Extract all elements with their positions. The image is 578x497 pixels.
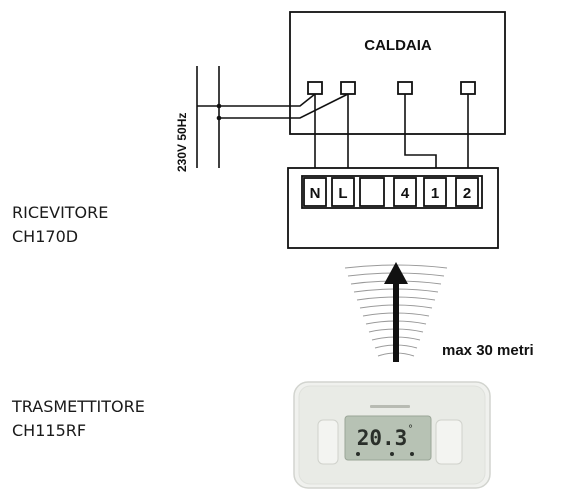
boiler-terminal-2 xyxy=(340,81,356,95)
power-label: 230V 50Hz xyxy=(175,113,189,172)
receiver-label: RICEVITORE xyxy=(12,203,108,222)
thermostat-display xyxy=(344,415,432,461)
terminal-1: 1 xyxy=(431,185,439,202)
boiler-terminal-1 xyxy=(307,81,323,95)
receiver-terminal-strip: N L 4 1 2 xyxy=(303,177,479,207)
transmitter-device: 20.3 ° xyxy=(293,381,491,489)
boiler-terminal-4 xyxy=(460,81,476,95)
boiler-terminal-3 xyxy=(397,81,413,95)
terminal-l: L xyxy=(338,185,347,202)
receiver-model: CH170D xyxy=(12,227,78,246)
power-supply: 230V 50Hz xyxy=(175,66,222,172)
boiler-box: CALDAIA xyxy=(289,11,506,135)
transmitter-label: TRASMETTITORE xyxy=(11,397,145,416)
signal-arrow-icon xyxy=(384,262,408,362)
terminal-n: N xyxy=(310,185,321,202)
right-buttons xyxy=(435,419,463,465)
range-label: max 30 metri xyxy=(442,342,534,359)
receiver-box: N L 4 1 2 xyxy=(287,167,499,249)
terminal-4: 4 xyxy=(401,185,410,202)
display-temperature: 20.3 xyxy=(357,426,408,450)
display-degree: ° xyxy=(408,424,413,435)
boiler-label: CALDAIA xyxy=(364,37,432,54)
left-buttons xyxy=(317,419,339,465)
transmitter-model: CH115RF xyxy=(12,421,86,440)
wires xyxy=(197,93,469,173)
terminal-2: 2 xyxy=(463,185,471,202)
